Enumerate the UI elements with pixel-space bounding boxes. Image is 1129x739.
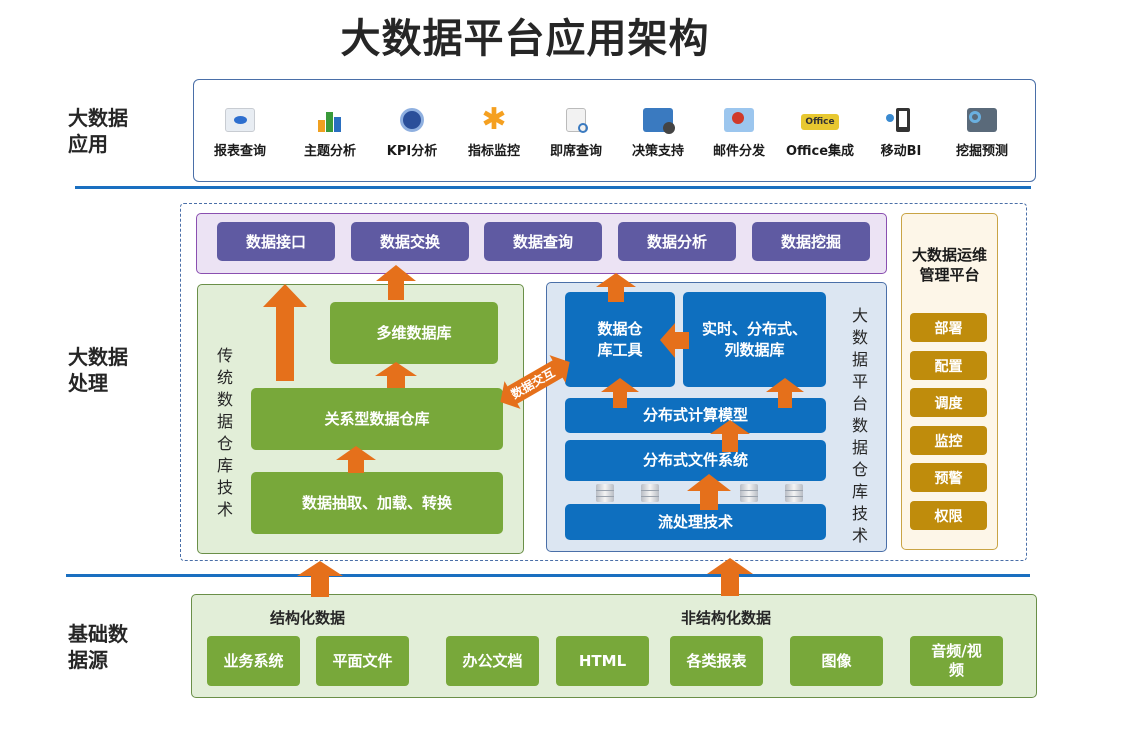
- disk-icon: [785, 484, 803, 502]
- monitor-gear-icon: [643, 108, 675, 134]
- service-data-mining[interactable]: 数据挖掘: [752, 222, 870, 261]
- magnifier-screen-icon: [967, 108, 997, 132]
- processing-boundary: [180, 203, 1027, 561]
- app-office-integration[interactable]: Office Office集成: [780, 108, 860, 159]
- source-audio-video[interactable]: 音频/视频: [910, 636, 1003, 686]
- ops-platform-title: 大数据运维 管理平台: [911, 246, 987, 284]
- app-mining-prediction[interactable]: 挖掘预测: [942, 108, 1022, 159]
- service-data-analysis[interactable]: 数据分析: [618, 222, 736, 261]
- source-business-system[interactable]: 业务系统: [207, 636, 300, 686]
- app-subject-analysis[interactable]: 主题分析: [290, 108, 370, 159]
- arrow-up-icon: [297, 561, 343, 597]
- ops-platform-panel: [901, 213, 998, 550]
- mail-pencil-icon: [724, 108, 754, 132]
- bigdata-dw-label: 大数据平台数据仓库技术: [851, 306, 868, 545]
- unstructured-data-label: 非结构化数据: [681, 609, 772, 627]
- ops-deploy[interactable]: 部署: [910, 313, 987, 342]
- app-report-query[interactable]: 报表查询: [200, 108, 280, 159]
- etl[interactable]: 数据抽取、加载、转换: [251, 472, 503, 534]
- source-html[interactable]: HTML: [556, 636, 649, 686]
- distributed-file-system[interactable]: 分布式文件系统: [565, 440, 826, 481]
- app-mobile-bi[interactable]: 移动BI: [861, 108, 941, 159]
- asterisk-monitor-icon: ✱: [481, 102, 507, 137]
- source-flat-file[interactable]: 平面文件: [316, 636, 409, 686]
- separator-line: [66, 574, 1030, 577]
- ops-schedule[interactable]: 调度: [910, 388, 987, 417]
- layer-label-source: 基础数 据源: [68, 622, 128, 672]
- ops-alert[interactable]: 预警: [910, 463, 987, 492]
- service-data-query[interactable]: 数据查询: [484, 222, 602, 261]
- service-data-exchange[interactable]: 数据交换: [351, 222, 469, 261]
- report-query-icon: [225, 108, 255, 132]
- mobile-device-icon: [886, 108, 916, 132]
- dw-tools[interactable]: 数据仓 库工具: [565, 292, 675, 387]
- stream-processing[interactable]: 流处理技术: [565, 504, 826, 540]
- source-reports[interactable]: 各类报表: [670, 636, 763, 686]
- source-images[interactable]: 图像: [790, 636, 883, 686]
- app-kpi-analysis[interactable]: KPI分析: [372, 108, 452, 159]
- traditional-dw-label: 传统数据仓库技术: [216, 346, 233, 519]
- arrow-up-icon: [707, 558, 753, 596]
- app-mail-distribution[interactable]: 邮件分发: [699, 108, 779, 159]
- olap-database[interactable]: 多维数据库: [330, 302, 498, 364]
- app-adhoc-query[interactable]: 即席查询: [536, 108, 616, 159]
- layer-label-processing: 大数据 处理: [68, 345, 128, 395]
- app-indicator-monitor[interactable]: ✱ 指标监控: [467, 102, 520, 160]
- columnar-database[interactable]: 实时、分布式、 列数据库: [683, 292, 826, 387]
- ops-config[interactable]: 配置: [910, 351, 987, 380]
- page-title: 大数据平台应用架构: [340, 16, 710, 62]
- bar-chart-icon: [315, 108, 345, 132]
- office-logo-icon: Office: [801, 114, 839, 130]
- disk-icon: [740, 484, 758, 502]
- relational-dw[interactable]: 关系型数据仓库: [251, 388, 503, 450]
- separator-line: [75, 186, 1031, 189]
- distributed-compute-model[interactable]: 分布式计算模型: [565, 398, 826, 433]
- service-data-interface[interactable]: 数据接口: [217, 222, 335, 261]
- kpi-gauge-icon: [397, 108, 427, 132]
- layer-label-application: 大数据 应用: [68, 106, 128, 156]
- app-decision-support[interactable]: 决策支持: [618, 108, 698, 159]
- ops-monitor[interactable]: 监控: [910, 426, 987, 455]
- ops-permission[interactable]: 权限: [910, 501, 987, 530]
- disk-icon: [596, 484, 614, 502]
- document-search-icon: [566, 108, 588, 133]
- application-panel: 报表查询 主题分析 KPI分析 ✱ 指标监控 即席查询 决策支持 邮件分发 Of…: [193, 79, 1036, 182]
- disk-icon: [641, 484, 659, 502]
- structured-data-label: 结构化数据: [270, 609, 346, 627]
- source-office-docs[interactable]: 办公文档: [446, 636, 539, 686]
